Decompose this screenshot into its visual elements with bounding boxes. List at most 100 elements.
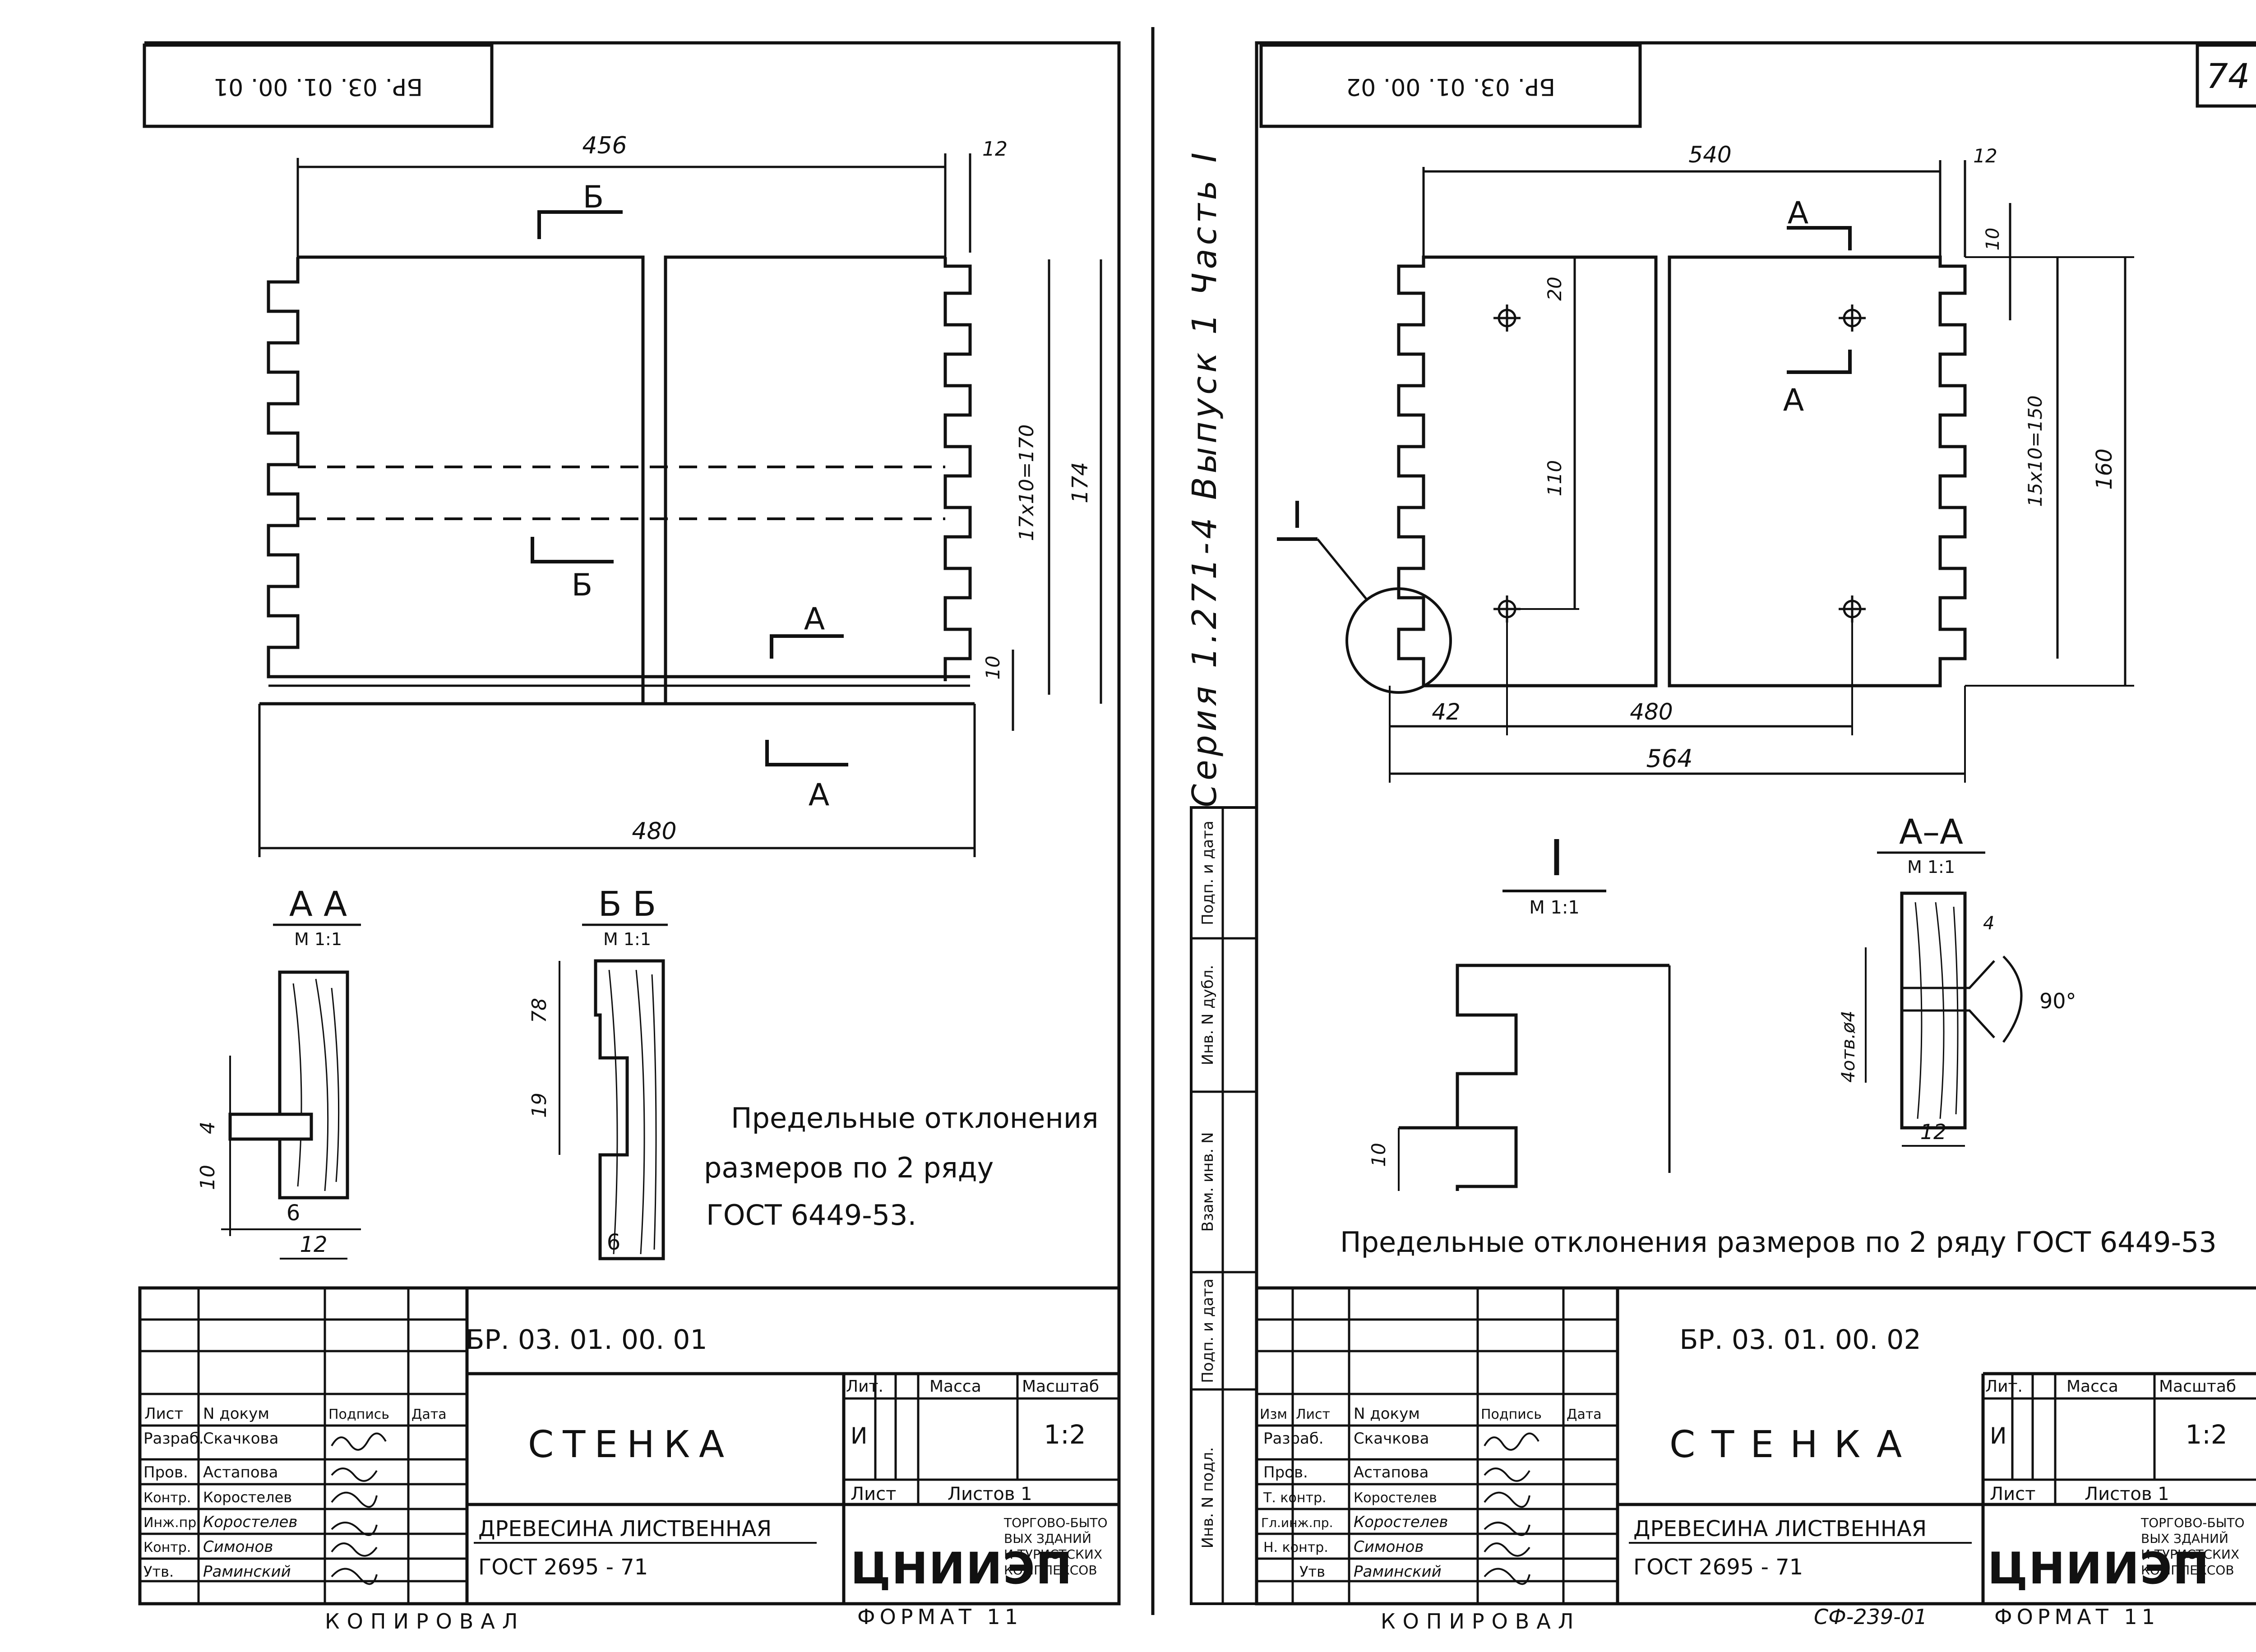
right-tb-code: БР. 03. 01. 00. 02 — [1679, 1324, 1921, 1356]
svg-text:Лист: Лист — [144, 1405, 183, 1423]
svg-text:480: 480 — [1630, 699, 1673, 725]
svg-text:Астапова: Астапова — [203, 1463, 278, 1481]
left-footer-copied: КОПИРОВАЛ — [325, 1609, 525, 1634]
svg-text:Лист: Лист — [851, 1484, 896, 1504]
left-dim-10: 10 — [982, 655, 1004, 679]
svg-text:Инж.пр.: Инж.пр. — [143, 1515, 201, 1531]
svg-text:ГОСТ 2695 - 71: ГОСТ 2695 - 71 — [478, 1555, 648, 1580]
svg-text:Утв.: Утв. — [143, 1563, 174, 1580]
svg-text:И ТУРИСТСКИХ: И ТУРИСТСКИХ — [1004, 1547, 1102, 1562]
right-org-logo: ЦНИИЭП — [1988, 1543, 2210, 1594]
left-sheet: БР. 03. 01. 00. 01 456 12 — [138, 41, 1121, 1634]
svg-text:42: 42 — [1432, 699, 1461, 725]
left-title-block: Лист N докум Подпись Дата Разраб. Скачко… — [138, 1286, 1121, 1606]
svg-text:20: 20 — [1544, 277, 1566, 300]
svg-text:Масштаб: Масштаб — [1022, 1377, 1099, 1396]
svg-text:ТОРГОВО-БЫТО: ТОРГОВО-БЫТО — [1003, 1515, 1108, 1530]
svg-text:И: И — [851, 1423, 867, 1449]
left-code-box: БР. 03. 01. 00. 01 — [143, 43, 494, 128]
svg-text:Б: Б — [572, 568, 593, 603]
svg-text:12: 12 — [1973, 145, 1997, 167]
left-tolerance-note: Предельные отклонения размеров по 2 ряду… — [704, 1102, 1099, 1232]
left-panel-2 — [664, 255, 945, 704]
svg-text:Скачкова: Скачкова — [1354, 1430, 1429, 1448]
svg-text:Листов 1: Листов 1 — [2085, 1484, 2169, 1504]
svg-text:90°: 90° — [2039, 989, 2076, 1013]
svg-text:Коростелев: Коростелев — [203, 1513, 297, 1531]
svg-text:Коростелев: Коростелев — [1354, 1513, 1448, 1531]
right-signatures — [1484, 1432, 1539, 1585]
svg-text:Дата: Дата — [411, 1407, 447, 1422]
svg-text:И ТУРИСТСКИХ: И ТУРИСТСКИХ — [2141, 1547, 2239, 1562]
svg-text:1:2: 1:2 — [2185, 1419, 2227, 1450]
detail-callout-circle — [1345, 587, 1452, 694]
svg-text:15x10=150: 15x10=150 — [2024, 395, 2046, 507]
svg-text:А–А: А–А — [1899, 812, 1963, 852]
right-tb-name: СТЕНКА — [1669, 1423, 1918, 1466]
svg-text:Инв. N дубл.: Инв. N дубл. — [1199, 965, 1217, 1066]
svg-text:Скачкова: Скачкова — [203, 1430, 278, 1448]
right-title-block: Изм Лист N докум Подпись Дата Разраб. Ск… — [1255, 1286, 2256, 1606]
svg-text:Дата: Дата — [1567, 1407, 1602, 1422]
svg-text:4: 4 — [1983, 913, 1994, 934]
left-dim-174: 174 — [1068, 462, 1093, 503]
section-marker-b-mid — [531, 537, 614, 563]
detail-view-i: I М 1:1 10 — [1368, 829, 1671, 1191]
svg-text:Пров.: Пров. — [143, 1463, 188, 1481]
svg-text:М 1:1: М 1:1 — [1907, 857, 1955, 877]
right-footer-copied: КОПИРОВАЛ — [1381, 1609, 1581, 1634]
left-signatures — [331, 1432, 387, 1585]
svg-text:10: 10 — [1368, 1143, 1390, 1167]
svg-text:Утв: Утв — [1299, 1563, 1325, 1580]
svg-text:Разраб.: Разраб. — [143, 1430, 204, 1448]
svg-text:1:2: 1:2 — [1044, 1419, 1086, 1450]
svg-text:Разраб.: Разраб. — [1263, 1430, 1324, 1448]
left-section-aa: А А М 1:1 4 10 6 12 — [196, 884, 361, 1260]
svg-text:78: 78 — [528, 998, 551, 1023]
svg-text:I: I — [1549, 829, 1564, 887]
svg-text:Н. контр.: Н. контр. — [1263, 1540, 1328, 1555]
left-section-bb: Б Б М 1:1 78 19 6 — [528, 884, 668, 1260]
svg-text:4: 4 — [196, 1121, 219, 1134]
detail-callout-label: I — [1292, 494, 1303, 537]
svg-text:110: 110 — [1544, 460, 1566, 496]
svg-text:ДРЕВЕСИНА ЛИСТВЕННАЯ: ДРЕВЕСИНА ЛИСТВЕННАЯ — [1633, 1516, 1927, 1541]
right-panel-1 — [1397, 255, 1658, 688]
svg-text:А: А — [1788, 195, 1809, 231]
svg-text:Инв. N подл.: Инв. N подл. — [1199, 1447, 1217, 1549]
left-panel-1 — [298, 255, 645, 704]
svg-text:Лист: Лист — [1296, 1407, 1330, 1422]
right-wall-drawing: 540 12 10 20 110 15x10=150 160 42 480 56… — [1277, 142, 2134, 783]
left-tb-code: БР. 03. 01. 00. 01 — [466, 1324, 707, 1356]
left-dim-12: 12 — [982, 138, 1008, 161]
svg-text:6: 6 — [607, 1230, 621, 1255]
svg-text:Раминский: Раминский — [203, 1563, 291, 1581]
left-tb-name: СТЕНКА — [528, 1423, 733, 1466]
svg-text:Взам. инв. N: Взам. инв. N — [1199, 1132, 1217, 1232]
svg-text:Симонов: Симонов — [1354, 1538, 1424, 1556]
svg-text:ГОСТ 2695 - 71: ГОСТ 2695 - 71 — [1633, 1555, 1803, 1580]
svg-text:М 1:1: М 1:1 — [1529, 897, 1580, 918]
series-label: Серия 1.271-4 Выпуск 1 Часть I — [1185, 149, 1224, 807]
svg-text:Гл.инж.пр.: Гл.инж.пр. — [1261, 1515, 1333, 1530]
section-marker-a-upper — [770, 634, 844, 659]
right-sheet-frame — [1255, 41, 2256, 1606]
section-marker-a-top — [1787, 226, 1852, 250]
svg-text:10: 10 — [196, 1165, 219, 1190]
svg-text:ГОСТ 6449-53.: ГОСТ 6449-53. — [706, 1199, 916, 1232]
left-footer-format: ФОРМАТ 11 — [857, 1605, 1022, 1629]
svg-text:540: 540 — [1688, 142, 1731, 168]
svg-text:Масса: Масса — [929, 1377, 981, 1396]
svg-text:ВЫХ ЗДАНИЙ: ВЫХ ЗДАНИЙ — [2141, 1531, 2228, 1546]
left-org-logo: ЦНИИЭП — [851, 1543, 1073, 1594]
svg-text:Б: Б — [583, 180, 604, 215]
left-dim-480: 480 — [632, 818, 676, 845]
svg-text:160: 160 — [2092, 448, 2117, 490]
left-comb-edge — [267, 257, 300, 678]
right-code-box: БР. 03. 01. 00. 02 — [1259, 43, 1642, 128]
svg-text:Раминский: Раминский — [1354, 1563, 1442, 1581]
svg-text:12: 12 — [300, 1232, 327, 1257]
svg-text:Масштаб: Масштаб — [2159, 1377, 2236, 1396]
svg-text:Подп. и дата: Подп. и дата — [1199, 821, 1217, 925]
